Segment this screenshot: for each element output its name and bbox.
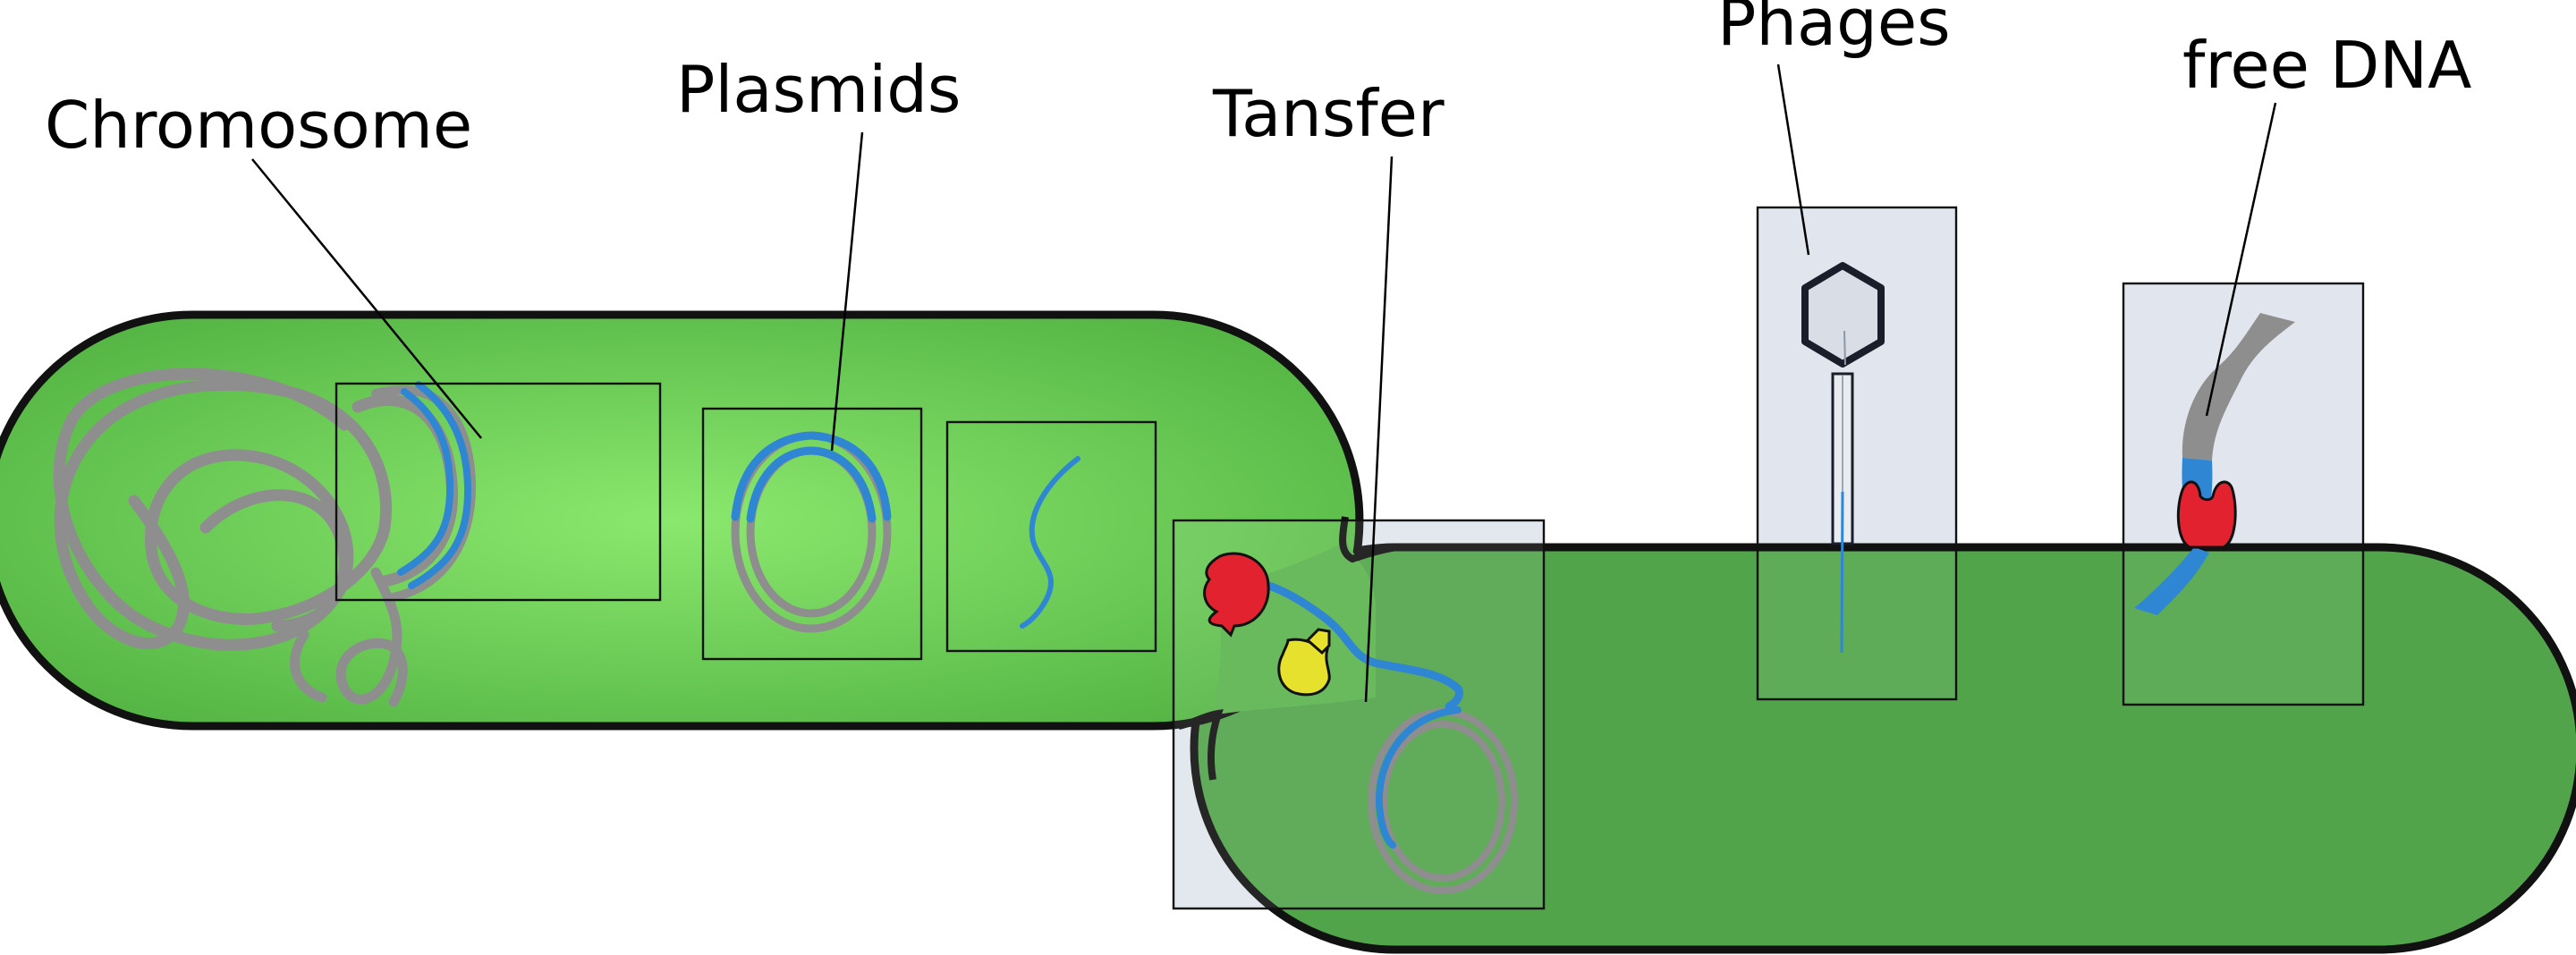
- transfer-leader-line: [1364, 156, 1394, 703]
- relaxase-protein-red: [1203, 552, 1270, 638]
- phage-capsid: [1801, 262, 1885, 368]
- phage-injected-dna: [1840, 491, 1844, 654]
- chromosome-dna: [53, 368, 408, 707]
- phage-inset-box: [1756, 206, 1958, 701]
- linear-dna-inset-box: [945, 420, 1157, 653]
- free-dna-inset-box: [2122, 282, 2365, 706]
- plasmid-rings: [731, 431, 892, 633]
- phages-leader-line: [1776, 63, 1810, 256]
- transfer-inset-box: [1172, 519, 1546, 910]
- free-dna-inset-overlay: [2123, 552, 2363, 705]
- transport-protein-red: [2176, 480, 2237, 549]
- chromosome-label: Chromosome: [45, 88, 472, 163]
- phage-inset-overlay: [1758, 552, 1956, 699]
- transfer-plasmid: [1368, 706, 1518, 894]
- plasmids-label: Plasmids: [676, 52, 961, 127]
- plasmids-leader-line: [830, 131, 864, 452]
- linear-dna-fragment: [1020, 456, 1080, 629]
- transfer-label: Tansfer: [1212, 76, 1445, 151]
- phage-icon: [1801, 262, 1885, 654]
- bridge-notch-bottom: [1178, 709, 1224, 781]
- chromosome-leader-line: [251, 158, 482, 439]
- phages-label: Phages: [1717, 0, 1951, 60]
- chromosome-blue-segment-outer: [408, 381, 472, 589]
- transfer-ssdna-strand: [1214, 577, 1464, 711]
- chromosome-blue-segment: [397, 388, 454, 576]
- coupling-protein-yellow-nub: [1305, 628, 1331, 655]
- plasmid-inset-box: [701, 407, 923, 661]
- chromosome-inset-box: [335, 382, 662, 602]
- bridge-notch-top: [1339, 516, 1398, 563]
- free-dna-leader-line: [2205, 102, 2277, 417]
- free-dna-label: free DNA: [2182, 28, 2471, 103]
